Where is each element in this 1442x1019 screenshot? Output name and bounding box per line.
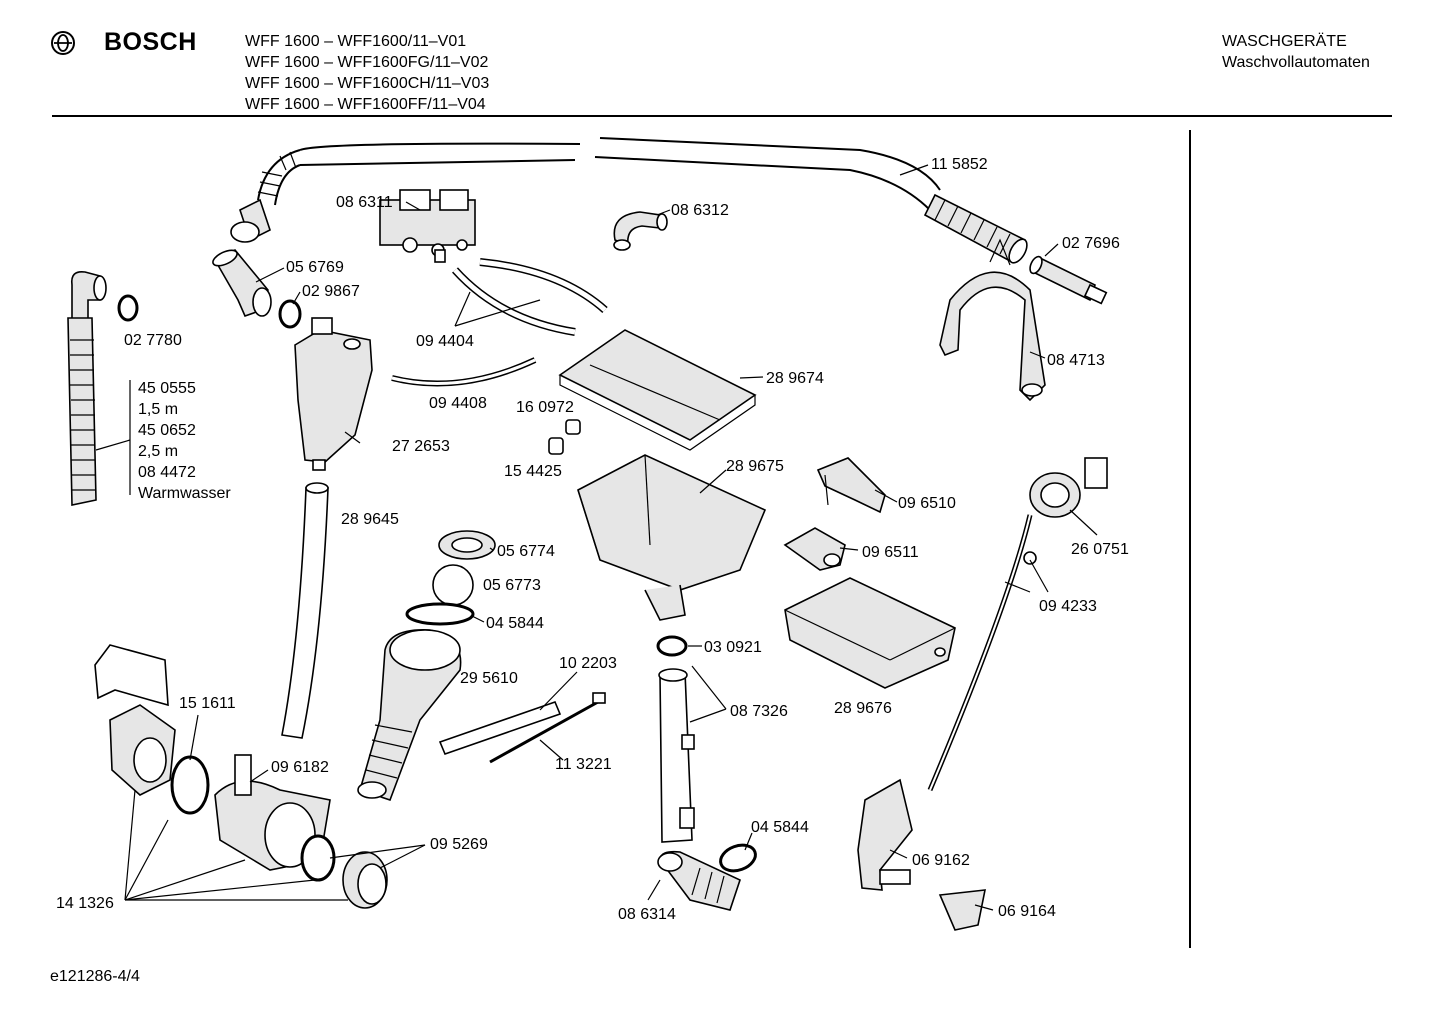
part-label: 06 9162	[912, 852, 970, 869]
part-label: 08 6311	[336, 194, 393, 211]
part-label: 05 6774	[497, 543, 555, 560]
part-056773-drawing	[432, 564, 474, 606]
part-029867-drawing	[278, 299, 302, 329]
part-label: 04 5844	[751, 819, 809, 836]
part-label: 28 9675	[726, 458, 784, 475]
hose-list-line: 2,5 m	[138, 443, 178, 460]
model-line: WFF 1600 – WFF1600FF/11–V04	[245, 96, 486, 113]
inlet-hose-drawing	[257, 137, 1028, 264]
part-label: 09 6182	[271, 759, 329, 776]
part-056769-drawing	[212, 248, 272, 318]
part-154425-drawing	[548, 437, 564, 455]
part-label: 28 9645	[341, 511, 399, 528]
part-label: 26 0751	[1071, 541, 1129, 558]
part-102203-drawing	[438, 700, 562, 756]
part-label: 09 4408	[429, 395, 487, 412]
part-label: 28 9674	[766, 370, 824, 387]
part-289674-drawing	[558, 329, 757, 451]
model-line: WFF 1600 – WFF1600CH/11–V03	[245, 75, 490, 92]
part-069162-drawing	[857, 778, 913, 891]
drain-hose-drawing	[67, 270, 131, 506]
part-label: 10 2203	[559, 655, 617, 672]
part-086311-drawing	[379, 189, 476, 263]
part-289675-drawing	[577, 454, 767, 621]
category-title: WASCHGERÄTE	[1222, 33, 1347, 50]
part-272653-drawing	[294, 317, 373, 471]
category-subtitle: Waschvollautomaten	[1222, 54, 1370, 71]
part-label: 08 4713	[1047, 352, 1105, 369]
part-289676-drawing	[784, 577, 956, 689]
part-260751-drawing	[927, 457, 1108, 791]
part-096511-drawing	[783, 527, 846, 571]
part-084713-drawing	[939, 238, 1046, 402]
part-289645-drawing	[281, 482, 329, 739]
model-list: WFF 1600 – WFF1600/11–V01 WFF 1600 – WFF…	[245, 31, 489, 115]
part-label: 08 7326	[730, 703, 788, 720]
part-label: 27 2653	[392, 438, 450, 455]
part-label: 02 7780	[124, 332, 182, 349]
part-label: 03 0921	[704, 639, 762, 656]
part-045844a-drawing	[405, 602, 475, 626]
brand-header: BOSCH	[50, 28, 197, 57]
drawing-id: e121286-4/4	[50, 968, 140, 985]
part-label: 09 6511	[862, 544, 919, 561]
part-label: 09 5269	[430, 836, 488, 853]
part-030921-drawing	[656, 635, 688, 657]
part-label: 08 6314	[618, 906, 676, 923]
bosch-armature-logo-icon	[51, 30, 75, 55]
model-line: WFF 1600 – WFF1600FG/11–V02	[245, 54, 489, 71]
part-069164-drawing	[938, 889, 986, 931]
part-label: 15 4425	[504, 463, 562, 480]
hose-list-line: 08 4472	[138, 464, 196, 481]
part-label: 28 9676	[834, 700, 892, 717]
header-divider	[52, 115, 1392, 117]
part-056774-drawing	[438, 530, 496, 560]
hose-list-line: 45 0652	[138, 422, 196, 439]
part-label: 04 5844	[486, 615, 544, 632]
part-label: 14 1326	[56, 895, 114, 912]
hose-list-line: 45 0555	[138, 380, 196, 397]
brand-name: BOSCH	[104, 28, 197, 56]
category-block: WASCHGERÄTE Waschvollautomaten	[1222, 31, 1370, 73]
part-label: 06 9164	[998, 903, 1056, 920]
part-096510-drawing	[816, 457, 886, 514]
part-087326-drawing	[658, 668, 695, 843]
part-113221-drawing	[489, 692, 606, 764]
model-line: WFF 1600 – WFF1600/11–V01	[245, 33, 467, 50]
part-151611-drawing	[94, 644, 169, 707]
part-label: 05 6769	[286, 259, 344, 276]
hose-list-line: 1,5 m	[138, 401, 178, 418]
part-labels: 11 5852 08 6311 08 6312 02 7696 05 6769 …	[56, 156, 1129, 923]
leader-lines	[124, 164, 1098, 911]
part-label: 08 6312	[671, 202, 729, 219]
hose-list-line: Warmwasser	[138, 485, 231, 502]
part-label: 09 4404	[416, 333, 474, 350]
part-label: 11 3221	[555, 756, 612, 773]
part-label: 09 4233	[1039, 598, 1097, 615]
part-045844b-drawing	[719, 843, 757, 873]
part-095269-drawing	[342, 851, 388, 909]
part-label: 11 5852	[931, 156, 988, 173]
right-margin-divider	[1189, 130, 1191, 948]
part-label: 02 7696	[1062, 235, 1120, 252]
part-160972-drawing	[565, 419, 581, 435]
hose-connector-drawing	[230, 198, 271, 243]
hose-variant-list: 45 0555 1,5 m 45 0652 2,5 m 08 4472 Warm…	[138, 380, 231, 502]
part-086312-drawing	[613, 211, 668, 251]
part-label: 02 9867	[302, 283, 360, 300]
part-086314-drawing	[657, 850, 741, 911]
part-label: 16 0972	[516, 399, 574, 416]
part-label: 15 1611	[179, 695, 236, 712]
part-096182-drawing	[214, 754, 336, 882]
pump-housing-drawing	[109, 704, 210, 815]
part-label: 29 5610	[460, 670, 518, 687]
part-label: 09 6510	[898, 495, 956, 512]
part-094404-drawing	[452, 258, 608, 336]
part-label: 05 6773	[483, 577, 541, 594]
part-295610-drawing	[357, 629, 462, 802]
part-094408-drawing	[391, 357, 537, 387]
part-027696-drawing	[1029, 255, 1108, 305]
part-027780-drawing	[117, 294, 139, 322]
